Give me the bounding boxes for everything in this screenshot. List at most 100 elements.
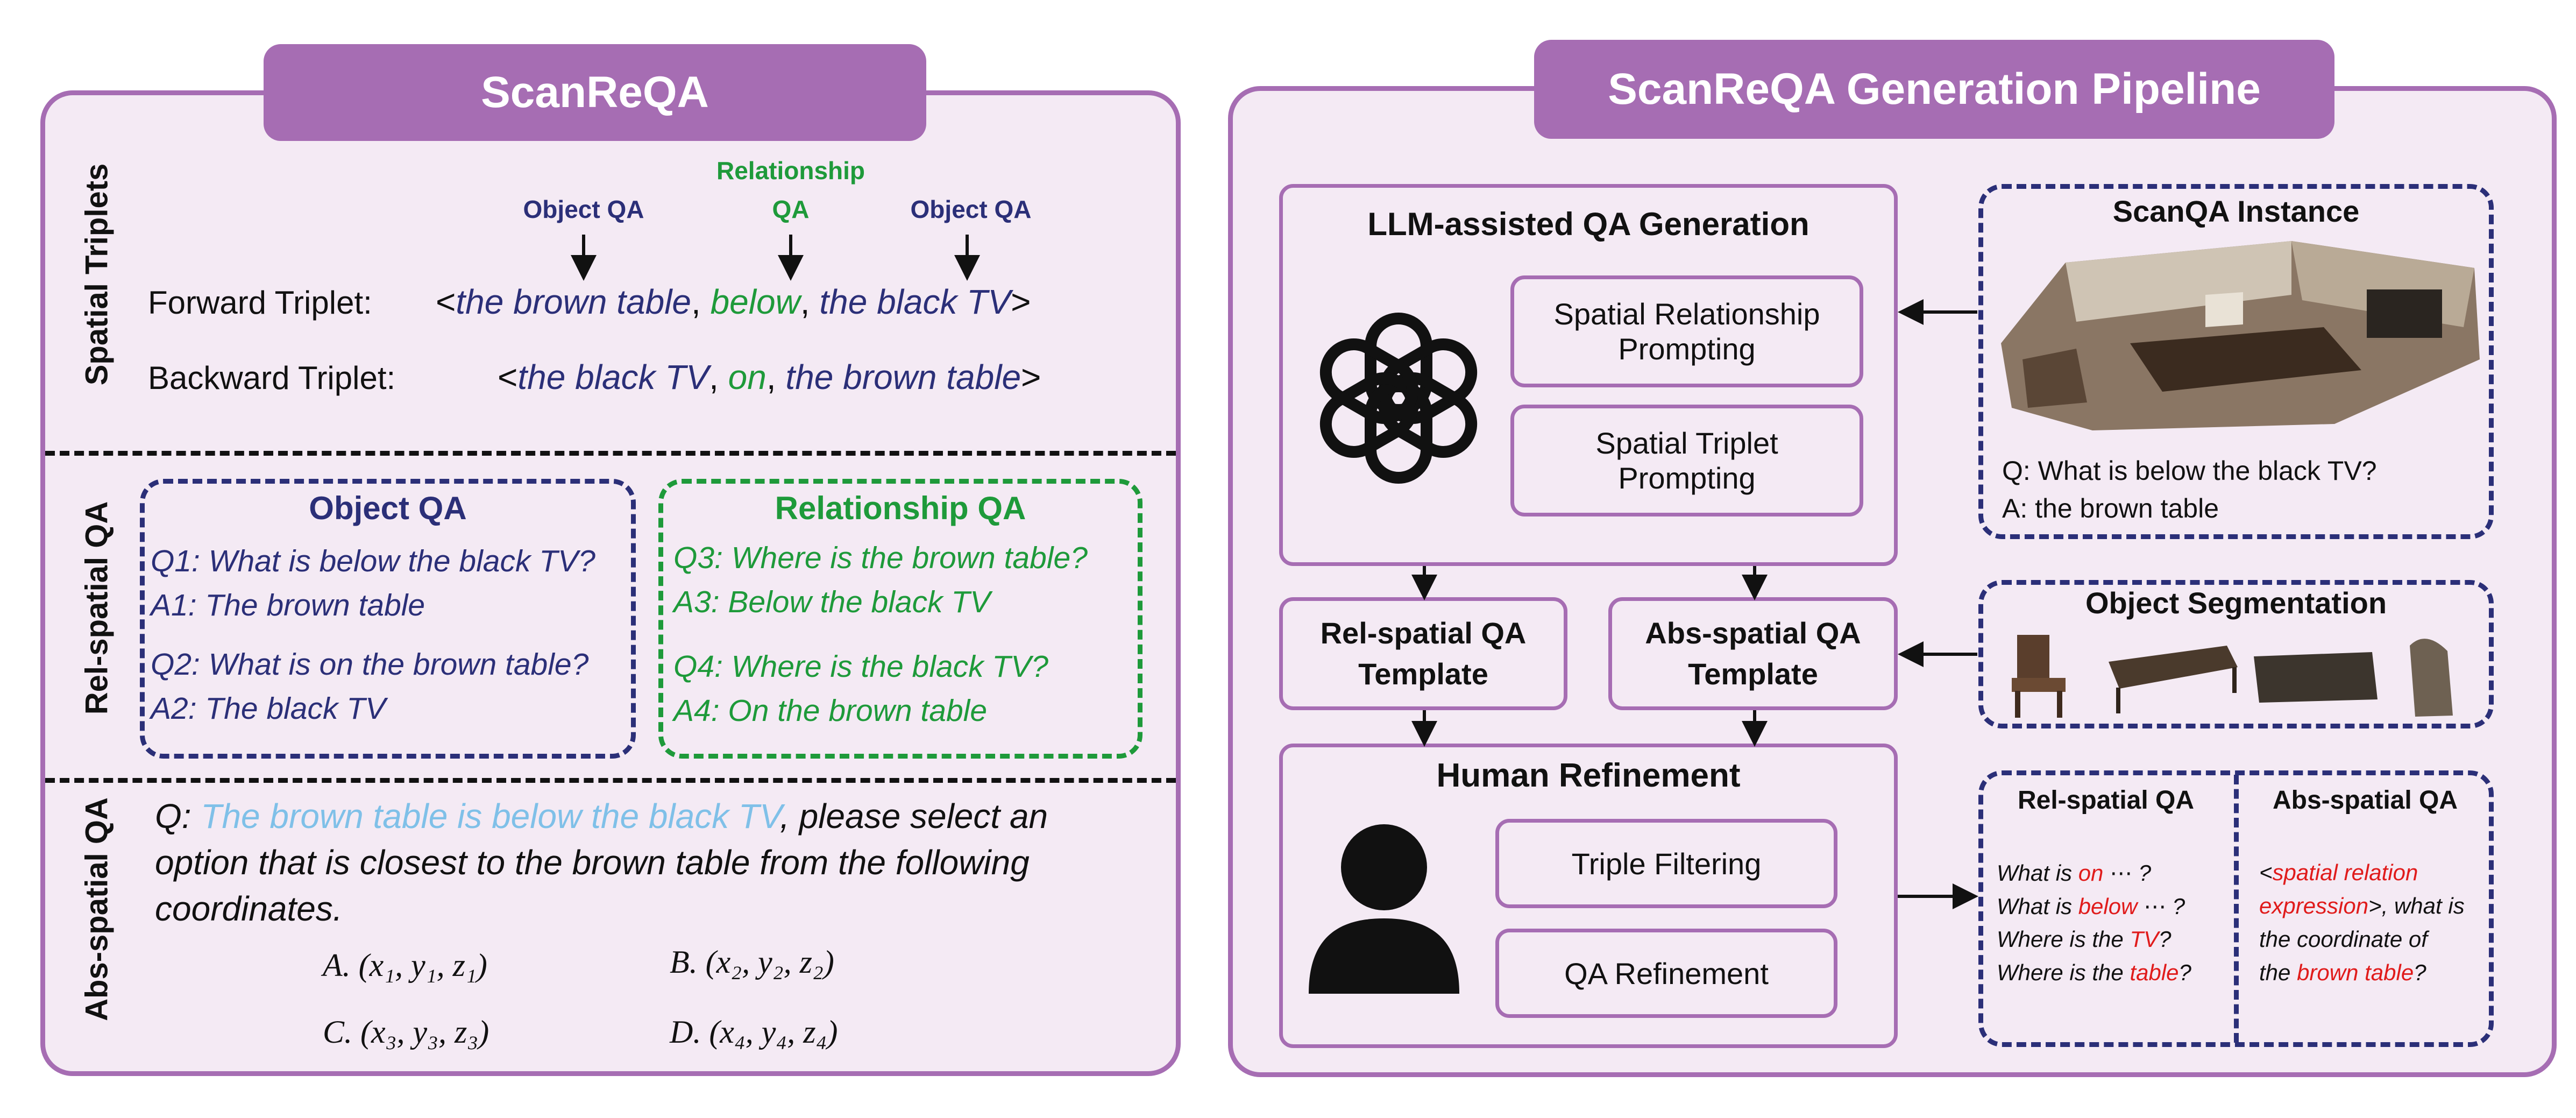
output-templates-divider xyxy=(2234,775,2239,1043)
output-templates-box xyxy=(1978,770,2494,1047)
object-qa-line: Q1: What is below the black TV? xyxy=(151,544,595,578)
triple-filtering-label: Triple Filtering xyxy=(1571,846,1762,881)
rel-line-post: ? xyxy=(2159,926,2171,952)
segmented-table xyxy=(2109,646,2238,713)
section-label-spatial-triplets: Spatial Triplets xyxy=(79,163,115,386)
abs-output-line1: <spatial relation xyxy=(2259,860,2418,886)
abs-question-prefix: Q: xyxy=(155,797,201,836)
segmented-objects-image xyxy=(2012,635,2453,718)
option-d: D. (x₄, y₄, z₄) xyxy=(670,1014,838,1050)
scanqa-question: Q: What is below the black TV? xyxy=(2002,456,2377,486)
person-body xyxy=(1309,918,1459,994)
object-qa-title: Object QA xyxy=(309,490,467,526)
forward-triplet-label: Forward Triplet: xyxy=(148,285,372,321)
forward-triplet: <the brown table, below, the black TV> xyxy=(436,282,1031,322)
relationship-qa-box xyxy=(658,479,1142,759)
abs-line-pre: < xyxy=(2259,860,2273,885)
scanqa-answer: A: the brown table xyxy=(2002,493,2219,523)
relationship-qa-title: Relationship QA xyxy=(775,490,1026,526)
abs-output-line3: the coordinate of xyxy=(2259,926,2428,952)
person-head xyxy=(1341,824,1427,910)
backward-object: the brown table xyxy=(785,358,1021,397)
backward-subject: the black TV xyxy=(517,358,709,397)
rel-line-post: ⋯ ? xyxy=(2137,894,2185,919)
rel-line-highlight: on xyxy=(2078,860,2104,886)
relationship-qa-line: A4: On the brown table xyxy=(673,694,988,728)
object-qa-label-2: Object QA xyxy=(910,195,1032,223)
backward-close-bracket: > xyxy=(1021,358,1041,397)
rel-output-line: What is on ⋯ ? xyxy=(1997,860,2151,886)
scene-chair xyxy=(2023,349,2087,408)
relationship-qa-line: Q4: Where is the black TV? xyxy=(673,649,1048,684)
rel-line-pre: What is xyxy=(1997,894,2078,919)
segmented-object xyxy=(2410,639,2453,717)
qa-refinement-label: QA Refinement xyxy=(1564,956,1769,990)
backward-open-bracket: < xyxy=(498,358,518,397)
rel-output-line: What is below ⋯ ? xyxy=(1997,893,2185,919)
object-qa-line: Q2: What is on the brown table? xyxy=(151,647,589,682)
abs-line-pre: the xyxy=(2259,960,2297,985)
option-a: A. (x₁, y₁, z₁) xyxy=(323,947,487,983)
abs-output-title: Abs-spatial QA xyxy=(2272,786,2458,815)
relationship-qa-line: A3: Below the black TV xyxy=(673,585,991,619)
left-panel xyxy=(40,90,1181,1076)
comma: , xyxy=(766,358,776,397)
object-qa-box xyxy=(140,479,636,759)
forward-relation: below xyxy=(710,282,800,321)
abs-line-highlight: brown table xyxy=(2297,960,2414,985)
abs-line-post: ? xyxy=(2414,960,2426,985)
rel-output-title: Rel-spatial QA xyxy=(2017,786,2195,815)
relationship-qa-label-line1: Relationship xyxy=(716,157,865,185)
forward-object: the black TV xyxy=(819,282,1011,321)
backward-triplet: <the black TV, on, the brown table> xyxy=(498,357,1041,397)
scene-window xyxy=(2205,292,2243,327)
backward-relation: on xyxy=(728,358,767,397)
rel-line-pre: Where is the xyxy=(1997,960,2130,985)
llm-box-title: LLM-assisted QA Generation xyxy=(1367,206,1809,242)
rel-output-line: Where is the table? xyxy=(1997,960,2191,986)
left-panel-title: ScanReQA xyxy=(264,44,926,141)
forward-close-bracket: > xyxy=(1011,282,1031,321)
scene-tv xyxy=(2367,289,2442,338)
rel-line-highlight: TV xyxy=(2130,926,2159,952)
rel-line-post: ⋯ ? xyxy=(2103,860,2152,886)
abs-line-post: >, what is xyxy=(2368,893,2465,918)
forward-subject: the brown table xyxy=(456,282,691,321)
right-panel-title: ScanReQA Generation Pipeline xyxy=(1534,40,2334,139)
triple-filtering-box: Triple Filtering xyxy=(1495,819,1837,908)
scanqa-instance-box xyxy=(1978,184,2494,539)
rel-output-line: Where is the TV? xyxy=(1997,926,2171,952)
segmented-tv xyxy=(2254,652,2378,703)
rel-line-pre: What is xyxy=(1997,860,2078,886)
comma: , xyxy=(800,282,810,321)
rel-line-highlight: below xyxy=(2078,894,2138,919)
comma: , xyxy=(691,282,701,321)
qa-refinement-box: QA Refinement xyxy=(1495,929,1837,1018)
divider-1 xyxy=(45,451,1176,456)
abs-output-line4: the brown table? xyxy=(2259,960,2426,986)
openai-logo-icon xyxy=(1307,313,1490,490)
abs-question-line2: option that is closest to the brown tabl… xyxy=(155,843,1030,882)
scene-table xyxy=(2130,327,2361,392)
person-icon xyxy=(1309,824,1459,994)
forward-open-bracket: < xyxy=(436,282,456,321)
option-c: C. (x₃, y₃, z₃) xyxy=(323,1014,489,1050)
rel-line-pre: Where is the xyxy=(1997,926,2130,952)
relationship-qa-label-line2: QA xyxy=(772,195,810,223)
object-qa-line: A2: The black TV xyxy=(151,691,386,726)
abs-line-highlight: spatial relation xyxy=(2272,860,2418,885)
openai-logo-strokes xyxy=(1316,313,1481,478)
object-qa-line: A1: The brown table xyxy=(151,588,425,622)
abs-question-line3: coordinates. xyxy=(155,889,343,928)
backward-triplet-label: Backward Triplet: xyxy=(148,360,396,396)
abs-output-line2: expression>, what is xyxy=(2259,893,2465,919)
comma: , xyxy=(709,358,719,397)
object-qa-label-1: Object QA xyxy=(523,195,644,223)
